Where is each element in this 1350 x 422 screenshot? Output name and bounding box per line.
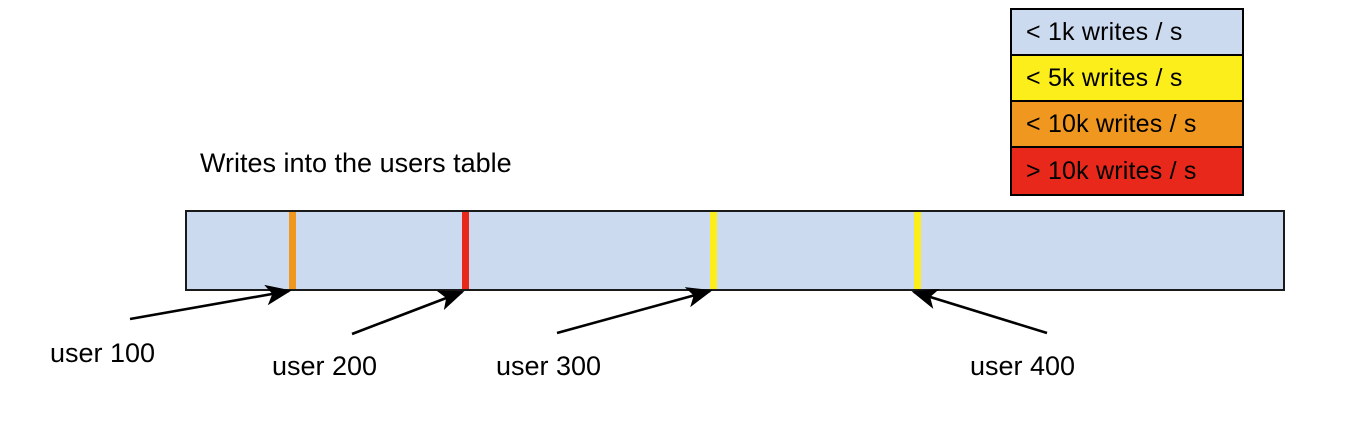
legend-row-under-5k: < 5k writes / s [1012, 56, 1242, 102]
annotation-arrow-user-400 [911, 288, 1048, 335]
annotation-label-user-200: user 200 [272, 351, 378, 381]
legend-label-under-10k: < 10k writes / s [1026, 109, 1197, 138]
stripe-user-200 [462, 212, 469, 289]
legend-label-under-5k: < 5k writes / s [1026, 63, 1183, 92]
annotation-label-user-100: user 100 [50, 338, 156, 368]
users-table-keyspace-bar [185, 210, 1285, 291]
stripe-user-400 [914, 212, 921, 289]
legend-row-under-10k: < 10k writes / s [1012, 102, 1242, 148]
legend-row-under-1k: < 1k writes / s [1012, 10, 1242, 56]
stripe-user-100 [289, 212, 296, 289]
stripe-user-300 [710, 212, 717, 289]
annotation-arrow-user-100 [129, 284, 292, 321]
write-rate-legend: < 1k writes / s < 5k writes / s < 10k wr… [1010, 8, 1244, 196]
annotation-arrow-user-300 [556, 287, 713, 335]
legend-row-over-10k: > 10k writes / s [1012, 148, 1242, 194]
annotation-label-user-400: user 400 [970, 351, 1076, 381]
annotation-label-user-300: user 300 [496, 351, 602, 381]
legend-label-over-10k: > 10k writes / s [1026, 156, 1197, 185]
annotation-arrow-user-200 [351, 290, 465, 336]
legend-label-under-1k: < 1k writes / s [1026, 17, 1183, 46]
chart-title: Writes into the users table [200, 148, 512, 178]
